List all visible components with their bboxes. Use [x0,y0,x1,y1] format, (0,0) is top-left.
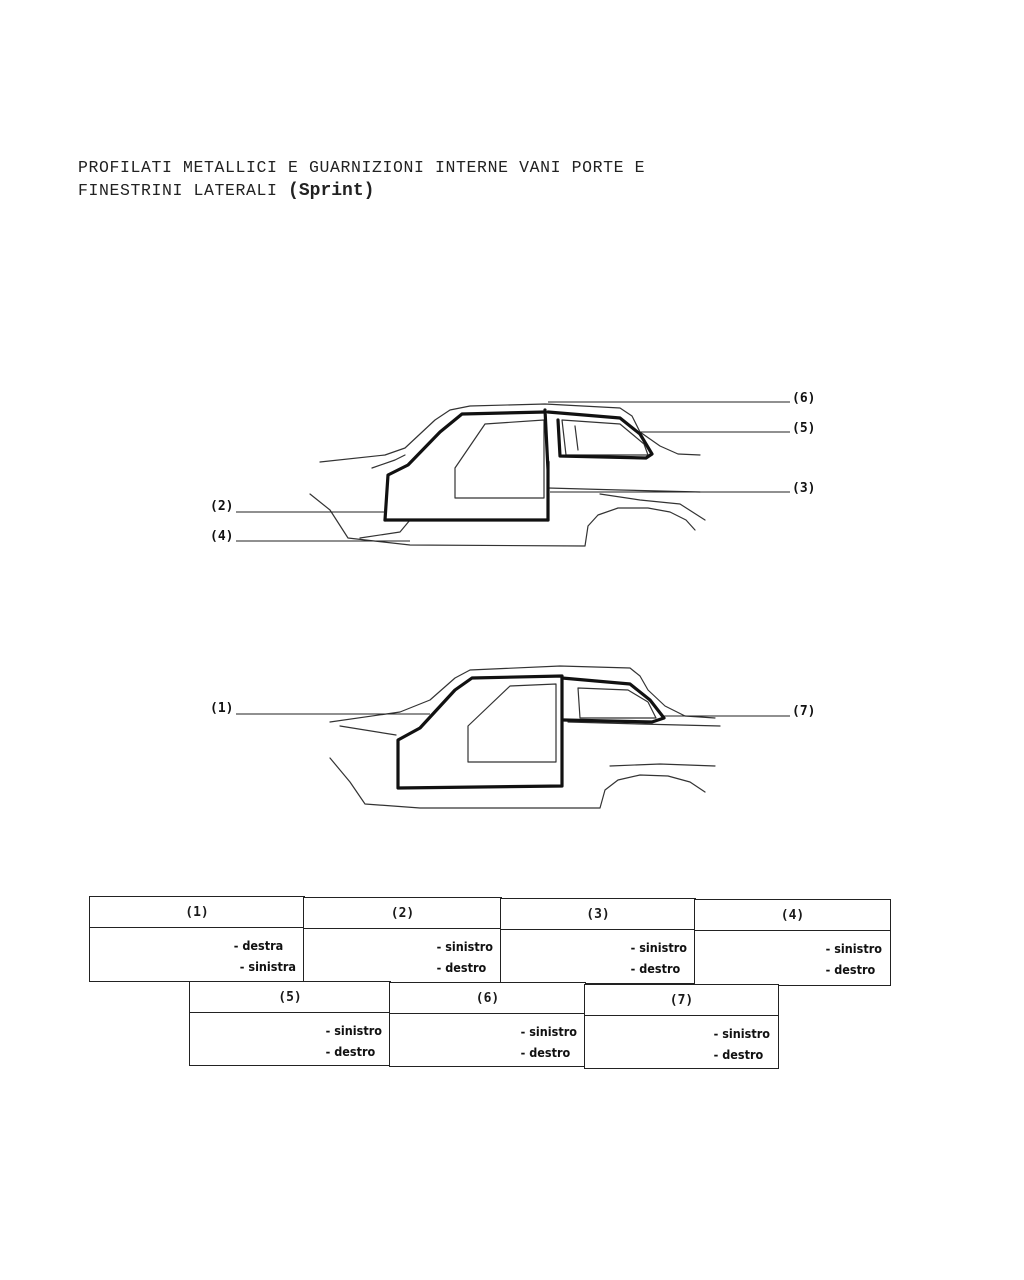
legend-options-7: - sinistro - destro [714,1023,770,1065]
car-top-lower-body [309,493,706,547]
legend-option: - destro [630,961,681,976]
legend-label-6: (6) [390,983,585,1014]
callout-5: (5) [792,421,815,436]
legend-option: - destro [436,960,487,975]
legend-cell-4: (4) - sinistro - destro [694,899,891,986]
callout-6: (6) [792,391,815,406]
car-top-door [454,419,545,499]
legend-options-1: - destra - sinistra [234,935,296,977]
legend-label-2: (2) [304,898,501,929]
car-top-seal-2 [383,410,547,522]
legend-options-5: - sinistro - destro [326,1020,382,1062]
car-bottom-rear-window [577,687,657,719]
car-top-rear-window [561,419,649,456]
car-bottom-belt [567,721,721,727]
legend-option: - sinistro [520,1024,577,1039]
legend-option: - destro [520,1045,571,1060]
legend-label-5: (5) [190,982,390,1013]
legend-cell-7: (7) - sinistro - destro [584,984,779,1069]
legend-option: - destro [825,962,876,977]
legend-cell-2: (2) - sinistro - destro [303,897,502,983]
car-top-belt [371,454,701,493]
page-title: PROFILATI METALLICI E GUARNIZIONI INTERN… [78,156,838,203]
legend-option: - sinistra [239,959,296,974]
legend-option: - sinistro [630,940,687,955]
car-top-seal-5 [546,410,654,460]
legend-option: - destro [325,1044,376,1059]
legend-options-6: - sinistro - destro [521,1021,577,1063]
legend-cell-1: (1) - destra - sinistra [89,896,305,982]
callout-7: (7) [792,704,815,719]
car-top-callouts: (6) (5) (3) (2) (4) [210,391,815,544]
callout-3: (3) [792,481,815,496]
legend-label-1: (1) [90,897,304,928]
legend-label-3: (3) [501,899,695,930]
legend-options-2: - sinistro - destro [437,936,493,978]
car-bottom-callouts: (1) (7) [210,701,815,719]
title-line-2-text: FINESTRINI LATERALI [78,181,278,200]
legend-option: - sinistro [713,1026,770,1041]
title-model: (Sprint) [288,181,375,201]
car-bottom-seal-7 [560,676,666,724]
car-bottom-door [467,683,557,763]
legend-cell-3: (3) - sinistro - destro [500,898,696,984]
legend-options-3: - sinistro - destro [631,937,687,979]
title-line-1: PROFILATI METALLICI E GUARNIZIONI INTERN… [78,158,646,177]
legend-option: - sinistro [825,941,882,956]
legend-option: - sinistro [325,1023,382,1038]
legend-option: - destro [713,1047,764,1062]
callout-2: (2) [210,499,233,514]
callout-4: (4) [210,529,233,544]
legend-option: - sinistro [436,939,493,954]
car-bottom-seal-1 [396,674,564,790]
car-top-roof [319,403,701,463]
car-bottom-view [329,665,721,809]
legend-option: - destra [233,938,284,953]
car-bottom-lower-body [329,725,716,809]
car-top-view [309,403,706,547]
legend-options-4: - sinistro - destro [826,938,882,980]
callout-1: (1) [210,701,233,716]
legend-label-4: (4) [695,900,890,931]
title-line-2: FINESTRINI LATERALI (Sprint) [78,179,838,203]
car-top-seal-3 [543,408,550,522]
car-bottom-roof [329,665,716,723]
legend-cell-6: (6) - sinistro - destro [389,982,586,1067]
legend-label-7: (7) [585,985,778,1016]
legend-cell-5: (5) - sinistro - destro [189,981,391,1066]
